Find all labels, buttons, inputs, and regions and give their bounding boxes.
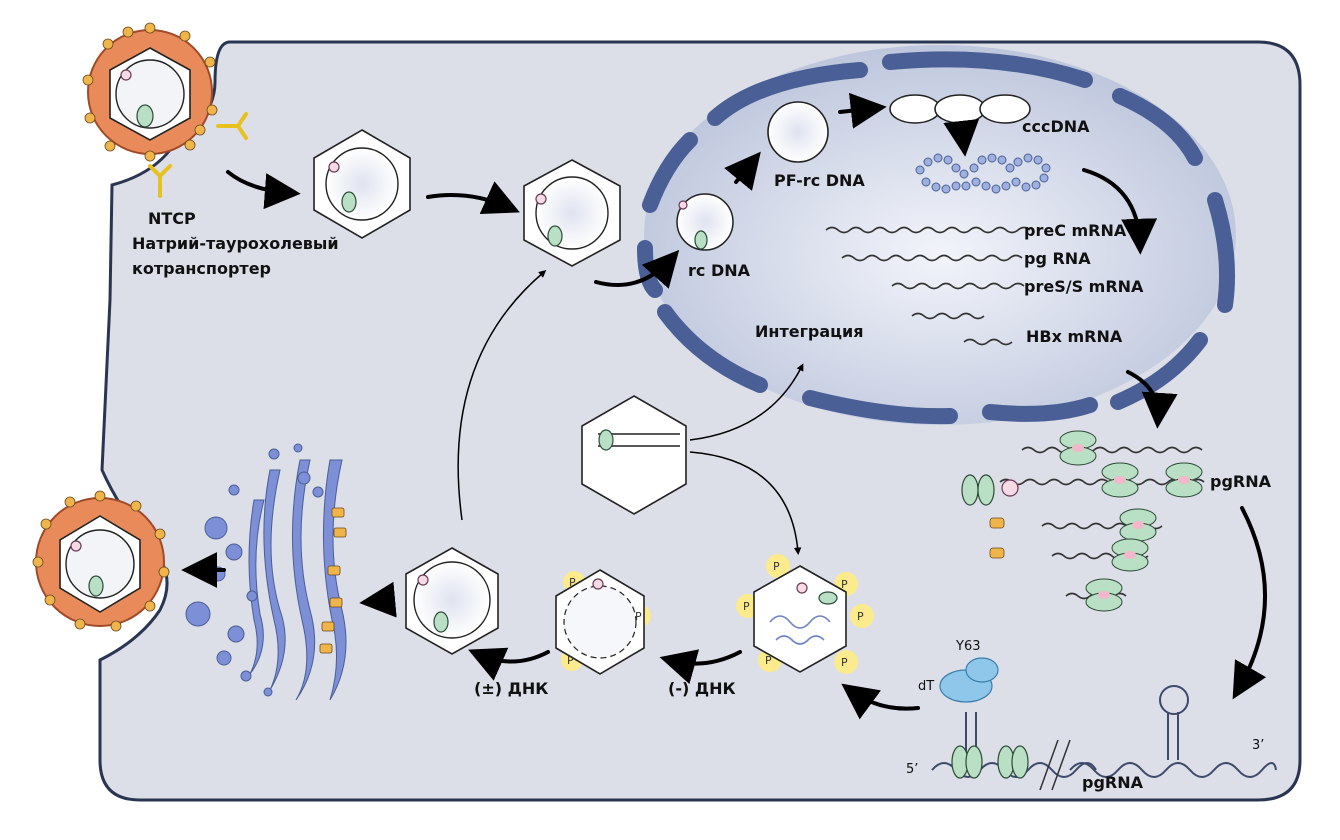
capsid-cytoplasm-2 [523,159,621,267]
integration-arrow [689,363,804,441]
capsid-phosphorylated: P P P P P P [736,554,874,674]
cccdna-label: cccDNA [1022,117,1090,136]
ntcp-description-line1: Натрий-таурохолевый [132,234,339,253]
dt-label: dT [918,679,934,694]
capsid-minus-strand: P P P [555,569,651,675]
cccdna-minichromosome [915,153,1051,194]
nuclear-import-arrow [594,249,680,289]
dsl-to-capsid-arrow [689,451,802,555]
five-prime-label: 5’ [906,762,918,777]
pres-mrna-strand [891,282,1025,290]
ntcp-receptor-right [216,112,248,140]
translation-polysomes [961,430,1205,612]
ccc-chromatin-arrow [943,118,980,157]
transcription-arrow [1082,168,1158,255]
export-arrow [1126,370,1178,429]
pf-to-ccc-arrow [838,92,887,129]
pres-mrna-label: preS/S mRNA [1024,277,1144,296]
virion-exiting [32,490,170,632]
virion-entering [82,22,218,162]
plus-minus-dna-label: (±) ДНК [474,679,548,698]
cccdna-graphic [889,94,1031,124]
ntcp-receptor-bottom [148,164,172,198]
recycling-arrow [457,270,547,521]
encapsidation-arrow [1232,506,1268,700]
phospho-p-9: P [567,654,574,667]
y63-label: Y63 [955,639,980,654]
phospho-p-8: P [635,610,642,623]
pf-rc-dna-label: PF-rc DNA [774,171,865,190]
rc-dna-label: rc DNA [688,261,751,280]
phospho-p-7: P [569,576,576,589]
phospho-p-3: P [857,610,864,623]
ntcp-label: NTCP [148,209,196,228]
surface-proteins-er [319,507,347,654]
hbx-mrna-strand [963,338,1013,346]
dsl-dna-capsid [581,395,687,515]
pgrna-bottom-label: pgRNA [1082,773,1144,792]
pg-rna-strand [841,254,1023,262]
phospho-p-4: P [841,656,848,669]
transport-arrow [426,181,520,215]
hbx-mrna-label: HBx mRNA [1026,327,1123,346]
capsid-cytoplasm-1 [313,129,411,239]
reverse-transcription-arrow [841,683,920,720]
pgrna-encapsidation [931,657,1277,791]
to-er-arrow [359,581,397,618]
entry-arrow [226,170,301,210]
minus-dna-label: (-) ДНК [668,679,736,698]
ntcp-description-line2: котранспортер [132,259,271,278]
rc-to-pf-arrow [724,151,761,191]
pg-rna-label: pg RNA [1024,249,1091,268]
pf-rc-dna-circle [767,101,829,163]
pgrna-translation-label: pgRNA [1210,472,1272,491]
short-mrna-strand [911,312,985,320]
phospho-p-1: P [773,560,780,573]
prec-mrna-label: preC mRNA [1024,221,1127,240]
endoplasmic-reticulum [185,443,347,701]
prec-mrna-strand [825,226,1031,234]
capsid-mature [405,547,499,655]
plus-dna-arrow [468,647,550,681]
three-prime-label: 3’ [1252,738,1264,753]
rc-dna-circle [676,193,734,251]
integration-label: Интеграция [755,322,864,341]
phospho-p-6: P [743,600,750,613]
phospho-p-5: P [765,654,772,667]
minus-dna-arrow [659,649,742,685]
phospho-p-2: P [841,578,848,591]
